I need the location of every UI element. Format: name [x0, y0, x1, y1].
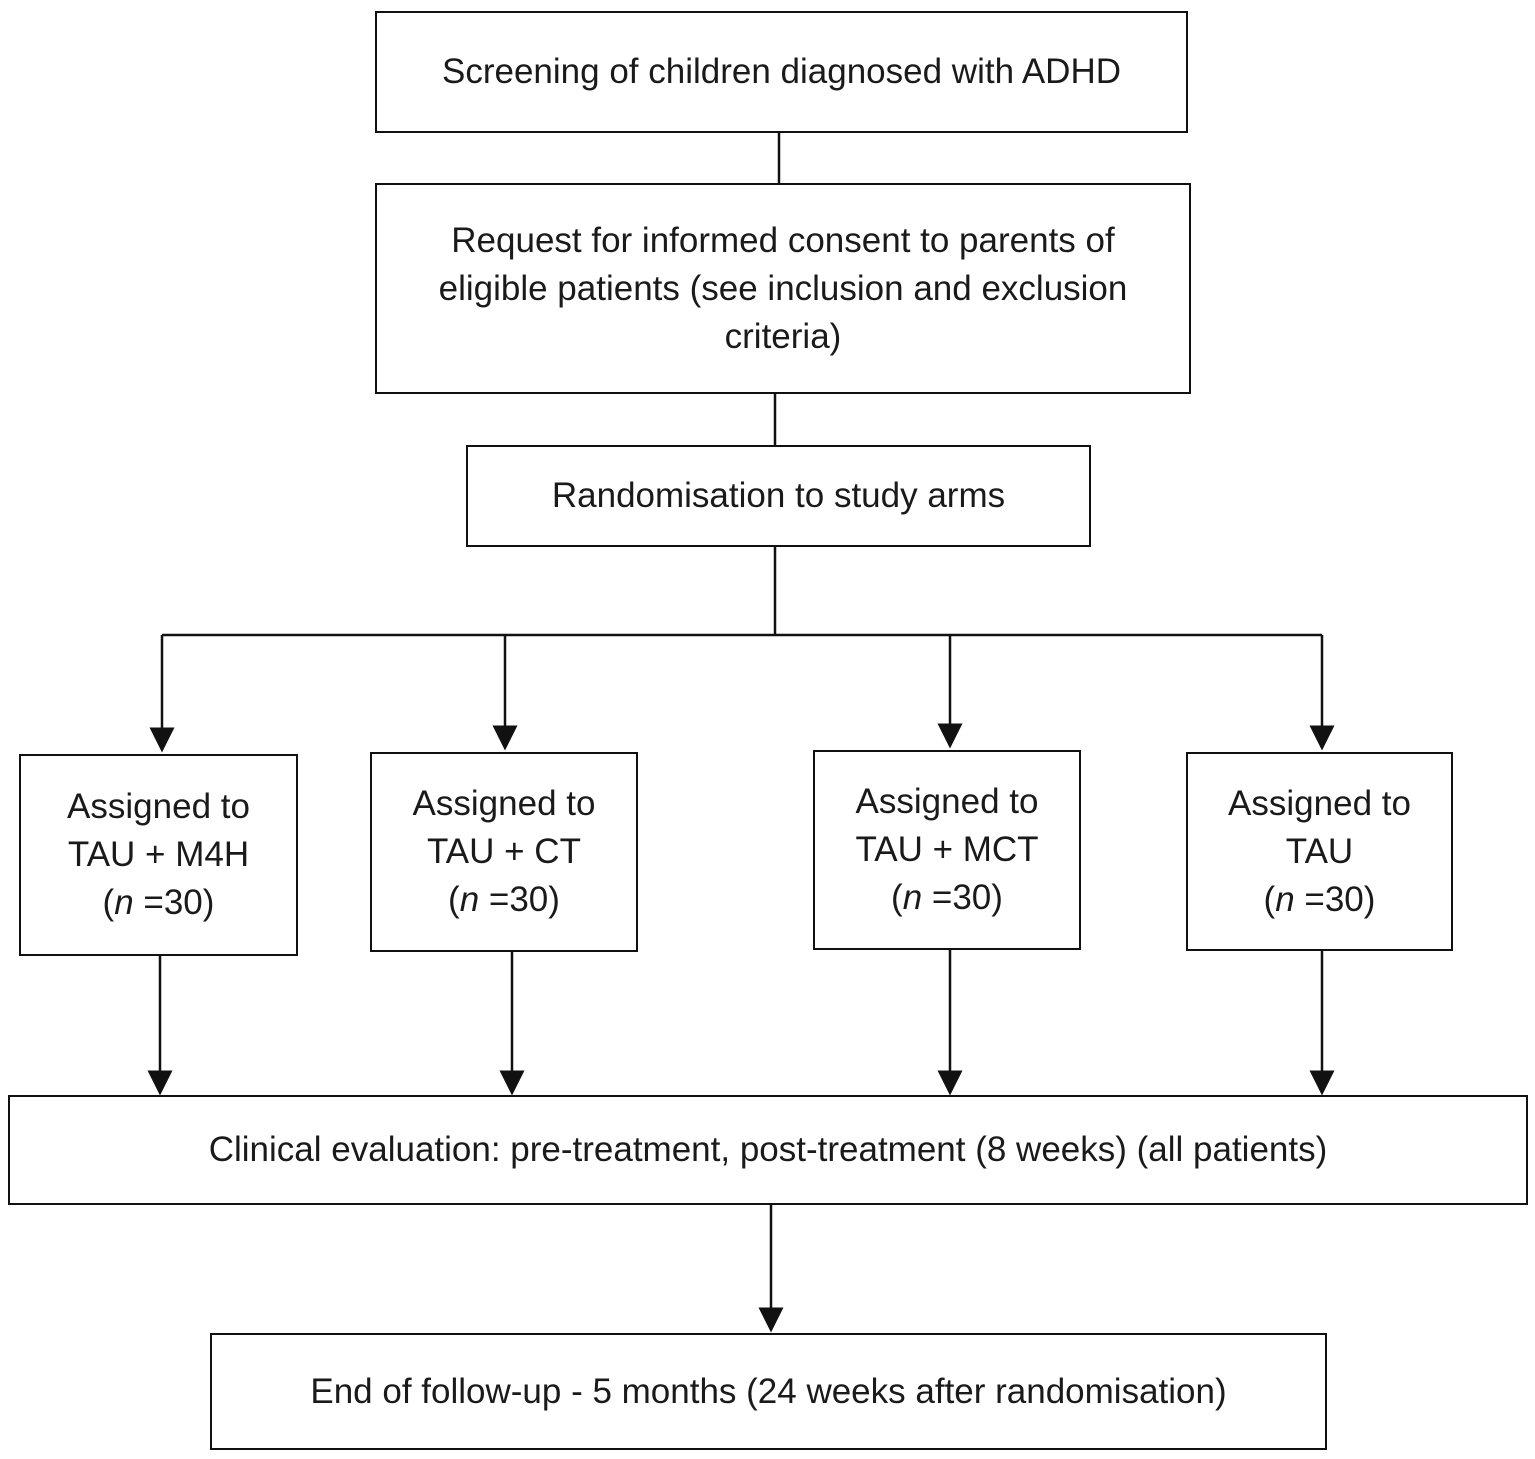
arm-2-n-value: =30) [488, 880, 560, 919]
arm-2-line-2: TAU + CT [427, 832, 581, 871]
consent-box: Request for informed consent to parents … [375, 183, 1191, 394]
arm-4-line-1: Assigned to [1228, 783, 1411, 823]
arm-3-line-1: Assigned to [855, 782, 1039, 821]
randomisation-text: Randomisation to study arms [551, 476, 1006, 515]
arm-2-line-1: Assigned to [412, 784, 596, 823]
arm-1-line-1: Assigned to [67, 787, 250, 826]
arm-3-sample-size: (n =30) [891, 878, 1003, 917]
arm-3-n-label: n [902, 878, 923, 917]
arm-box-3: Assigned to TAU + MCT (n =30) [813, 750, 1081, 950]
screening-text: Screening of children diagnosed with ADH… [442, 52, 1121, 91]
consent-text-line-2: eligible patients (see inclusion and exc… [438, 268, 1128, 308]
arm-1-sample-size: (n =30) [102, 883, 215, 922]
consent-text-line-3: criteria) [724, 316, 842, 356]
arm-box-4: Assigned to TAU (n =30) [1186, 752, 1453, 951]
arm-1-line-2: TAU + M4H [67, 835, 250, 874]
arm-4-line-2: TAU [1285, 831, 1354, 871]
arm-box-2: Assigned to TAU + CT (n =30) [370, 752, 638, 952]
evaluation-text: Clinical evaluation: pre-treatment, post… [208, 1130, 1328, 1169]
followup-text: End of follow-up - 5 months (24 weeks af… [310, 1371, 1227, 1411]
arm-box-1: Assigned to TAU + M4H (n =30) [19, 754, 298, 956]
arm-4-sample-size: (n =30) [1263, 879, 1376, 919]
arm-3-line-2: TAU + MCT [855, 830, 1039, 869]
screening-box: Screening of children diagnosed with ADH… [375, 11, 1188, 133]
arm-2-n-label: n [459, 880, 480, 919]
evaluation-box: Clinical evaluation: pre-treatment, post… [8, 1095, 1528, 1205]
arm-4-n-value: =30) [1304, 879, 1376, 919]
consent-text-line-1: Request for informed consent to parents … [451, 220, 1115, 260]
arm-2-sample-size: (n =30) [448, 880, 560, 919]
randomisation-box: Randomisation to study arms [466, 445, 1091, 547]
arm-1-n-value: =30) [143, 883, 215, 922]
arm-4-n-label: n [1275, 879, 1295, 919]
arm-3-n-value: =30) [931, 878, 1003, 917]
followup-box: End of follow-up - 5 months (24 weeks af… [210, 1333, 1327, 1450]
arm-1-n-label: n [114, 883, 134, 922]
